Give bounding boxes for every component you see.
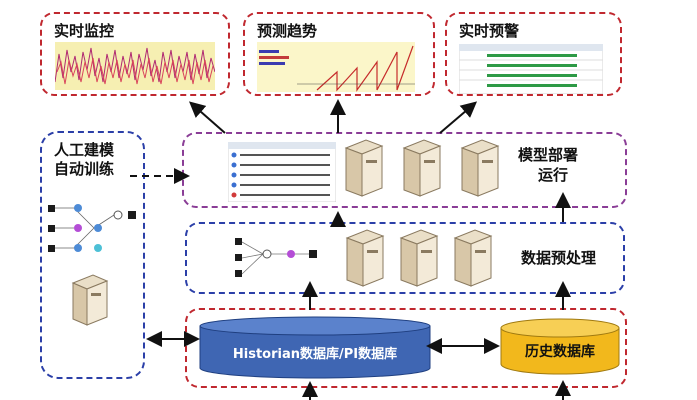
preprocess-servers-icon [345, 229, 492, 287]
server-icon [71, 274, 109, 326]
database-panel [185, 308, 627, 388]
training-title-line1: 人工建模 [54, 141, 115, 159]
historian-database-label: Historian数据库/PI数据库 [233, 346, 397, 362]
model-deploy-label-line1: 模型部署 [518, 146, 579, 164]
preprocess-label: 数据预处理 [521, 249, 597, 267]
history-database-label: 历史数据库 [525, 343, 595, 360]
model-list-table [228, 142, 336, 202]
preprocess-flow-icon [235, 238, 317, 277]
realtime-monitor-title: 实时监控 [54, 22, 115, 40]
forecast-trend-panel: 预测趋势 [243, 12, 435, 96]
realtime-alert-panel: 实时预警 [445, 12, 622, 96]
model-deploy-label-line2: 运行 [538, 166, 569, 184]
realtime-alert-table [459, 44, 603, 94]
forecast-trend-title: 预测趋势 [257, 22, 318, 40]
preprocess-panel: 数据预处理 [185, 222, 625, 294]
deploy-servers-icon [344, 139, 499, 197]
training-panel: 人工建模 自动训练 [40, 131, 145, 379]
model-deploy-panel: 模型部署 运行 [182, 132, 627, 208]
realtime-monitor-chart [55, 42, 215, 90]
historian-database: Historian数据库/PI数据库 [199, 316, 431, 379]
realtime-alert-title: 实时预警 [459, 22, 520, 40]
workflow-diagram-icon [48, 204, 136, 252]
realtime-monitor-panel: 实时监控 [40, 12, 230, 96]
history-database: 历史数据库 [500, 318, 620, 375]
training-title-line2: 自动训练 [54, 160, 115, 178]
forecast-trend-chart [257, 42, 415, 92]
